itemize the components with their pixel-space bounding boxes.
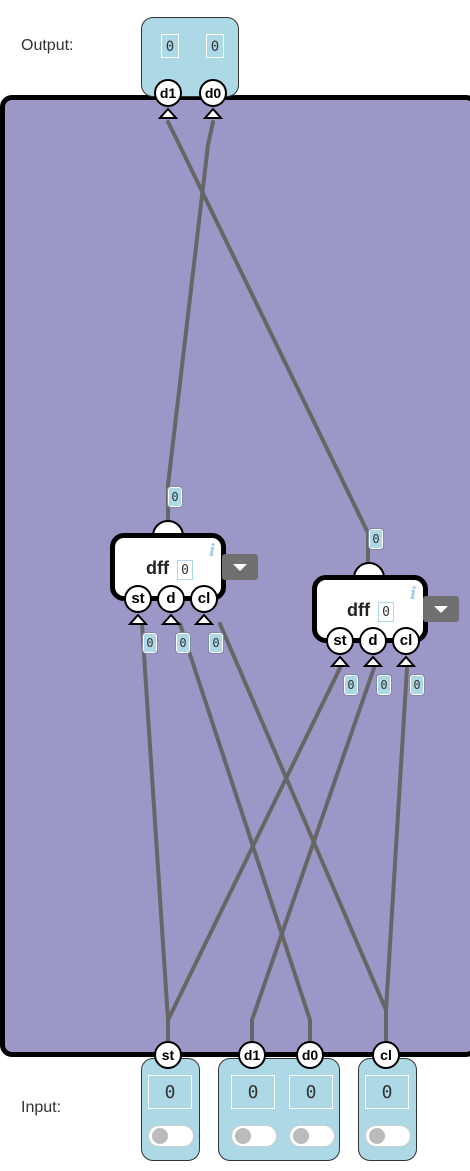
triangle-g1-cl [193, 613, 215, 625]
input-cl-value: 0 [365, 1075, 409, 1109]
wire-gate1-to-d0 [166, 120, 215, 522]
input-panel-d: 0 0 [218, 1058, 340, 1161]
triangle-g1-st [127, 613, 149, 625]
input-cl-toggle[interactable] [365, 1125, 411, 1147]
output-pin-d1[interactable]: d1 [154, 79, 182, 107]
wire-value-g2-d: 0 [376, 674, 392, 696]
wire-cl-to-g2 [384, 666, 409, 1044]
gate2-value: 0 [378, 602, 394, 622]
gate2-menu-button[interactable] [423, 596, 459, 622]
input-pin-cl[interactable]: cl [372, 1041, 400, 1069]
input-st-toggle[interactable] [148, 1125, 194, 1147]
wire-d0-to-g1 [178, 622, 312, 1044]
input-d0-value: 0 [289, 1075, 333, 1109]
wire-st-to-g1 [140, 622, 170, 1044]
wire-value-g2-st: 0 [343, 674, 359, 696]
output-d1-value: 0 [161, 34, 179, 58]
wire-gate2-to-d1 [166, 120, 370, 565]
output-d0-value: 0 [206, 34, 224, 58]
gate2-pin-d[interactable]: d [359, 627, 387, 655]
input-pin-d1[interactable]: d1 [238, 1041, 266, 1069]
input-d0-toggle[interactable] [289, 1125, 335, 1147]
triangle-g1-d [160, 613, 182, 625]
gate2-pin-cl[interactable]: cl [392, 627, 420, 655]
gate1-value: 0 [177, 560, 193, 580]
output-pin-d0[interactable]: d0 [199, 79, 227, 107]
wire-value-g1-d: 0 [175, 632, 191, 654]
gate1-pin-cl[interactable]: cl [190, 585, 218, 613]
triangle-g2-cl [395, 655, 417, 667]
output-label: Output: [21, 37, 74, 54]
wire-cl-to-g1 [218, 622, 388, 1044]
gate2-info-icon[interactable]: i [410, 584, 417, 604]
input-panel-st: 0 [141, 1058, 200, 1161]
wire-st-to-g2 [166, 666, 342, 1044]
gate1-pin-d[interactable]: d [157, 585, 185, 613]
input-label: Input: [21, 1099, 62, 1116]
gate1-title: dff [146, 558, 169, 578]
triangle-out-d1 [157, 107, 179, 119]
gate1-menu-button[interactable] [222, 554, 258, 580]
wire-value-g1-cl: 0 [208, 632, 224, 654]
wire-value-g1-out: 0 [167, 486, 183, 508]
input-panel-cl: 0 [358, 1058, 417, 1161]
wire-d1-to-g2 [250, 666, 376, 1044]
triangle-out-d0 [202, 107, 224, 119]
wire-value-g2-cl: 0 [409, 674, 425, 696]
input-st-value: 0 [148, 1075, 192, 1109]
gate1-info-icon[interactable]: i [209, 541, 216, 561]
input-d1-toggle[interactable] [231, 1125, 277, 1147]
wire-value-g1-st: 0 [142, 632, 158, 654]
gate2-title: dff [347, 600, 370, 620]
input-d1-value: 0 [231, 1075, 275, 1109]
triangle-g2-d [362, 655, 384, 667]
wire-value-g2-out: 0 [368, 528, 384, 550]
triangle-g2-st [329, 655, 351, 667]
input-pin-d0[interactable]: d0 [296, 1041, 324, 1069]
input-pin-st[interactable]: st [154, 1041, 182, 1069]
gate1-pin-st[interactable]: st [124, 585, 152, 613]
gate2-pin-st[interactable]: st [326, 627, 354, 655]
